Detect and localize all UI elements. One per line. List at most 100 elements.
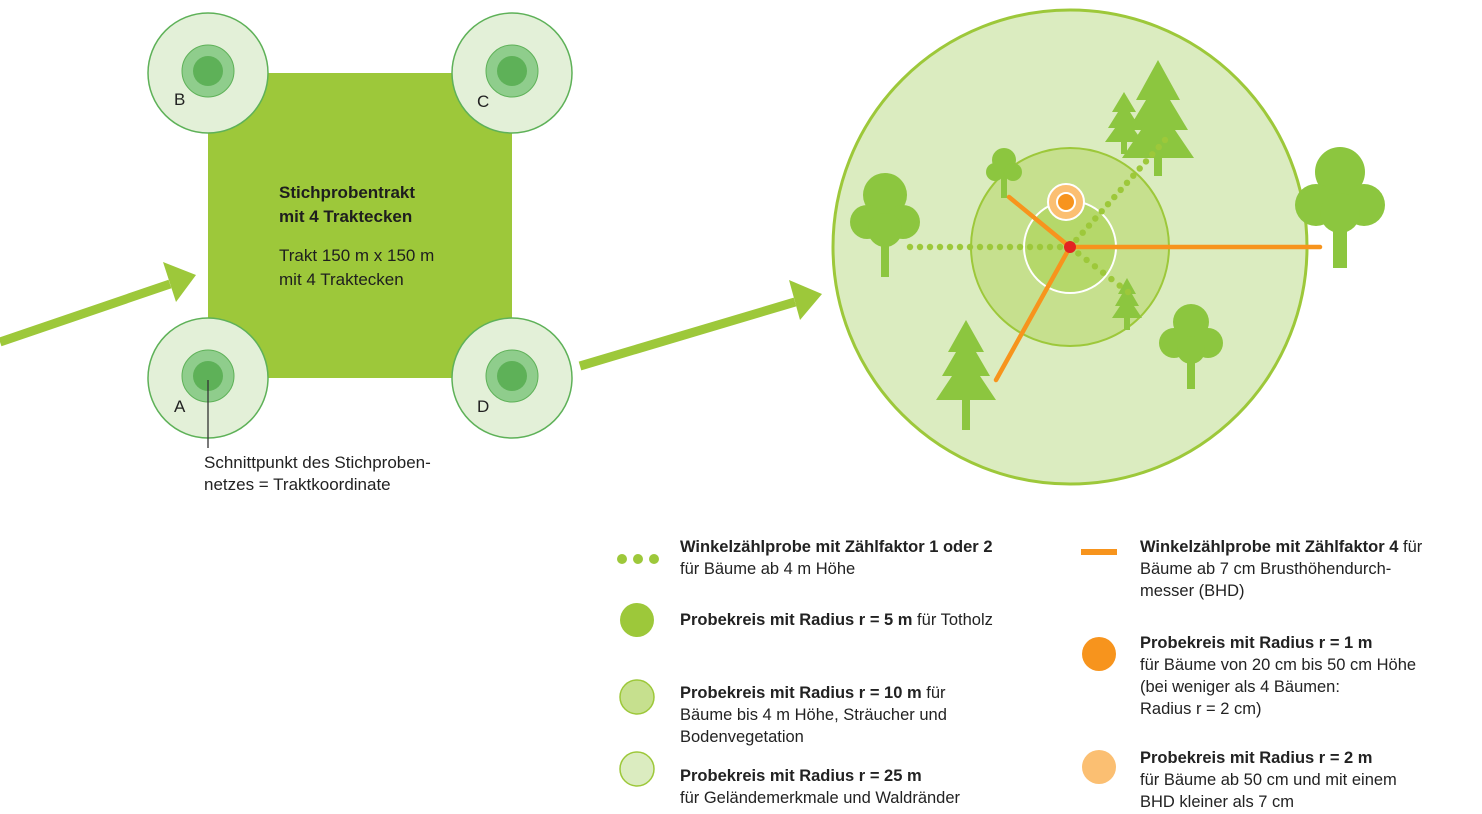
- tract-subtitle: Trakt 150 m x 150 m mit 4 Traktecken: [279, 244, 434, 292]
- legend-r1: Probekreis mit Radius r = 1 m für Bäume …: [1140, 632, 1416, 720]
- dotted-line-dot: [1111, 193, 1118, 201]
- dotted-line-dot: [1073, 236, 1080, 244]
- circle-icon-r1: [1082, 637, 1116, 671]
- orange-sample-lines: [993, 194, 1323, 383]
- conifer-tree-icon: [936, 320, 996, 430]
- dotted-line-dot: [966, 243, 974, 251]
- legend-r10-line2: Bodenvegetation: [680, 728, 804, 746]
- arrow-left-icon: [0, 262, 196, 347]
- legend-r1-line1: für Bäume von 20 cm bis 50 cm Höhe: [1140, 656, 1417, 674]
- dotted-line-dot: [926, 243, 934, 251]
- legend-wzp4-line1: Bäume ab 7 cm Brusthöhendurch-: [1140, 560, 1392, 578]
- conifer-tree-icon: [1112, 278, 1142, 330]
- legend-r10-rest: für: [921, 684, 946, 702]
- corner-label-b: B: [174, 90, 186, 109]
- legend-dots: Winkelzählprobe mit Zählfaktor 1 oder 2 …: [680, 536, 993, 580]
- dotted-line-dot: [1091, 263, 1099, 270]
- dotted-line-dot: [956, 243, 964, 251]
- dotted-line-dot: [1098, 208, 1105, 215]
- dotted-line-dot: [1092, 215, 1099, 222]
- legend-r2-line1: für Bäume ab 50 cm und mit einem: [1140, 771, 1397, 789]
- callout-text: Schnittpunkt des Stichproben- netzes = T…: [204, 452, 431, 496]
- dotted-line-dot: [1085, 222, 1093, 229]
- orange-line-icon: [1081, 549, 1117, 555]
- corner-label-a: A: [174, 397, 186, 416]
- circle-icon-r25: [619, 751, 655, 787]
- legend-r5-bold: Probekreis mit Radius r = 5 m: [680, 611, 913, 629]
- tract-title-line2: mit 4 Traktecken: [279, 207, 413, 226]
- legend-r1-line3: Radius r = 2 cm): [1140, 700, 1262, 718]
- callout-line1: Schnittpunkt des Stichproben-: [204, 453, 431, 472]
- dotted-line-dot: [1155, 143, 1162, 151]
- dotted-line-dot: [1016, 243, 1024, 251]
- legend-r2-line2: BHD kleiner als 7 cm: [1140, 793, 1295, 811]
- dotted-line-dot: [1104, 201, 1112, 208]
- dotted-sample-lines: [906, 136, 1169, 296]
- legend-dots-line1: für Bäume ab 4 m Höhe: [680, 560, 856, 578]
- corner-label-c: C: [477, 92, 490, 111]
- dotted-line-icon: [617, 554, 627, 564]
- arrow-right-icon: [578, 280, 822, 371]
- legend-r10: Probekreis mit Radius r = 10 m für Bäume…: [680, 682, 947, 748]
- tract-title-line1: Stichprobentrakt: [279, 183, 416, 202]
- dotted-line-dot: [1161, 136, 1169, 144]
- dotted-line-dot: [906, 243, 914, 251]
- deciduous-tree-icon: [1159, 304, 1223, 389]
- dotted-line-dot: [1136, 165, 1143, 172]
- legend-wzp4-line2: messer (BHD): [1140, 582, 1245, 600]
- legend-r10-bold: Probekreis mit Radius r = 10 m: [680, 684, 922, 702]
- legend-r25-line1: für Geländemerkmale und Waldränder: [680, 789, 961, 807]
- dotted-line-dot: [986, 243, 994, 251]
- dotted-line-dot: [976, 243, 984, 251]
- dotted-line-dot: [936, 243, 944, 251]
- legend-r2-bold: Probekreis mit Radius r = 2 m: [1140, 749, 1373, 767]
- dotted-line-dot: [1108, 275, 1115, 283]
- dotted-line-dot: [946, 243, 954, 251]
- dotted-line-dot: [1056, 243, 1064, 251]
- corner-a-circle: [147, 317, 269, 439]
- circle-icon-r10: [619, 679, 655, 715]
- dotted-line-dot: [1083, 256, 1090, 264]
- circle-icon-r2: [1082, 750, 1116, 784]
- deciduous-tree-icon: [986, 148, 1022, 198]
- corner-c-circle: [451, 12, 573, 134]
- legend-r1-line2: (bei weniger als 4 Bäumen:: [1140, 678, 1340, 696]
- conifer-tree-icon: [1105, 92, 1143, 154]
- corner-label-d: D: [477, 397, 490, 416]
- legend-r5: Probekreis mit Radius r = 5 m für Tothol…: [680, 609, 993, 631]
- plot-center-point: [1064, 241, 1076, 253]
- dotted-line-dot: [1099, 269, 1107, 276]
- legend-r1-bold: Probekreis mit Radius r = 1 m: [1140, 634, 1373, 652]
- dotted-line-dot: [996, 243, 1004, 251]
- corner-b-circle: [147, 12, 269, 134]
- legend-wzp4-bold: Winkelzählprobe mit Zählfaktor 4: [1140, 538, 1399, 556]
- legend-r25: Probekreis mit Radius r = 25 m für Gelän…: [680, 765, 960, 809]
- conifer-tree-icon: [1122, 60, 1194, 176]
- small-orange-plot: [1047, 183, 1085, 221]
- dotted-line-dot: [1117, 186, 1124, 194]
- dotted-line-dot: [1046, 243, 1054, 251]
- dotted-line-dot: [1142, 158, 1150, 165]
- circle-icon-r5: [620, 603, 654, 637]
- dotted-line-dot: [1130, 172, 1137, 179]
- legend-dots-bold: Winkelzählprobe mit Zählfaktor 1 oder 2: [680, 538, 993, 556]
- dotted-line-dot: [1149, 151, 1156, 158]
- legend-wzp4: Winkelzählprobe mit Zählfaktor 4 für Bäu…: [1140, 536, 1422, 602]
- dotted-line-dot: [1079, 229, 1086, 236]
- dotted-line-dot: [1036, 243, 1044, 251]
- legend-symbols: [617, 549, 1117, 787]
- callout-line2: netzes = Traktkoordinate: [204, 475, 391, 494]
- deciduous-tree-icon: [1295, 147, 1385, 268]
- dotted-line-dot: [1116, 282, 1123, 289]
- tract-sub-line1: Trakt 150 m x 150 m: [279, 246, 435, 265]
- dotted-line-dot: [916, 243, 924, 251]
- corner-d-circle: [451, 317, 573, 439]
- deciduous-tree-icon: [850, 173, 920, 277]
- dotted-line-dot: [1123, 179, 1131, 186]
- dotted-line-dot: [1026, 243, 1034, 251]
- dotted-line-dot: [1075, 250, 1082, 257]
- legend-r25-bold: Probekreis mit Radius r = 25 m: [680, 767, 922, 785]
- tract-title: Stichprobentrakt mit 4 Traktecken: [279, 181, 415, 229]
- dotted-line-dot: [1006, 243, 1014, 251]
